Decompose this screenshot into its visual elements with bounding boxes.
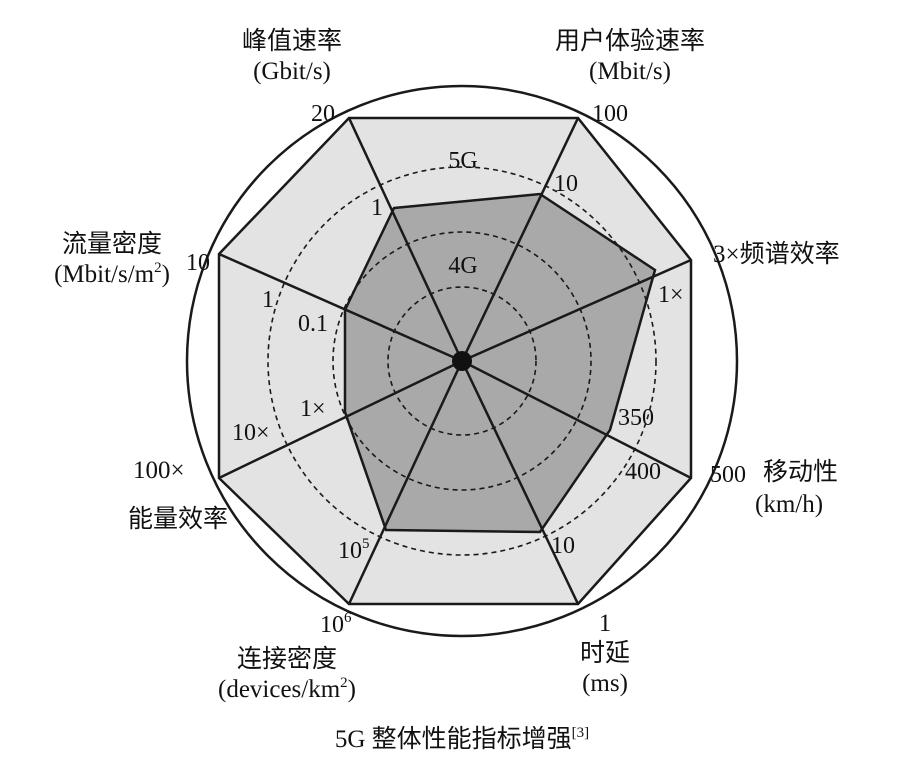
axis-latency-unit: (ms) <box>582 670 628 697</box>
figure-caption: 5G 整体性能指标增强[3] <box>335 718 589 755</box>
axis-traffic-unit: (Mbit/s/m2) <box>54 260 170 290</box>
energy-5g-value: 100× <box>133 457 185 484</box>
spoke-spectrum <box>461 258 692 363</box>
traffic-mid-value: 1 <box>262 287 274 313</box>
peak-rate-4g-value: 1 <box>371 195 383 221</box>
axis-user-rate: 用户体验速率 (Mbit/s) <box>555 27 705 87</box>
energy-4g-value: 1× <box>300 396 326 422</box>
mobility-4g-value: 350 <box>618 405 654 431</box>
axis-spectrum-title: 3×频谱效率 <box>713 241 840 268</box>
latency-4g-value: 10 <box>551 533 575 559</box>
connection-5g-exp: 6 <box>344 610 352 626</box>
connection-5g-base: 10 <box>320 612 344 638</box>
connection-4g-value: 105 <box>338 536 370 565</box>
axis-latency-title: 时延 <box>579 640 631 667</box>
axis-traffic-title: 流量密度 <box>61 231 162 258</box>
axis-mobility-unit: (km/h) <box>755 491 824 518</box>
mobility-mid-value: 400 <box>625 459 661 485</box>
axis-energy-title: 能量效率 <box>128 506 229 533</box>
spoke-mobility <box>461 359 692 480</box>
axis-connection-title: 连接密度 <box>236 646 338 673</box>
spoke-user-rate <box>460 117 580 362</box>
spokes <box>218 117 692 605</box>
connection-unit-end: ) <box>347 676 357 703</box>
spectrum-4g-value: 1× <box>658 282 684 308</box>
axis-connection: 连接密度 (devices/km2) <box>218 645 356 705</box>
ring-label-5g: 5G <box>448 148 478 174</box>
ring-4g <box>332 231 592 491</box>
traffic-unit-sup: 2 <box>154 260 162 276</box>
latency-5g-value: 1 <box>598 610 612 637</box>
caption-ref: [3] <box>571 725 590 741</box>
axis-user-rate-title: 用户体验速率 <box>554 28 706 55</box>
user-rate-5g-value: 100 <box>592 101 628 127</box>
axis-traffic: 流量密度 (Mbit/s/m2) <box>54 230 170 290</box>
traffic-4g-value: 0.1 <box>298 311 328 337</box>
axis-latency: 1 时延 (ms) <box>580 609 630 699</box>
peak-rate-5g-value: 20 <box>311 101 335 127</box>
ring-label-4g: 4G <box>448 253 478 279</box>
axis-mobility-title: 移动性 <box>763 459 839 486</box>
spoke-latency <box>460 360 580 605</box>
spoke-peak-rate <box>347 117 464 362</box>
caption-text: 5G 整体性能指标增强 <box>334 726 572 753</box>
ring-inner <box>387 286 537 436</box>
connection-4g-base: 10 <box>338 538 362 564</box>
energy-mid-value: 10× <box>232 420 270 446</box>
connection-4g-exp: 5 <box>362 536 370 552</box>
axis-user-rate-unit: (Mbit/s) <box>589 58 671 85</box>
axis-peak-rate-unit: (Gbit/s) <box>253 58 331 85</box>
connection-5g-value: 106 <box>320 610 352 639</box>
spoke-energy <box>218 359 463 480</box>
traffic-unit-end: ) <box>161 261 170 288</box>
center-dot <box>452 351 472 371</box>
connection-unit-text: (devices/km <box>217 676 341 703</box>
ring-5g <box>267 166 657 556</box>
axis-connection-unit: (devices/km2) <box>218 675 356 705</box>
connection-unit-sup: 2 <box>340 675 348 691</box>
spoke-traffic <box>218 252 463 363</box>
traffic-unit-text: (Mbit/s/m <box>54 261 155 288</box>
spoke-connection <box>347 360 464 605</box>
traffic-5g-value: 10 <box>186 250 210 276</box>
axis-peak-rate: 峰值速率 (Gbit/s) <box>242 27 342 87</box>
user-rate-4g-value: 10 <box>554 171 578 197</box>
outer-circle <box>185 84 739 638</box>
mobility-5g-value: 500 <box>710 462 746 488</box>
axis-peak-rate-title: 峰值速率 <box>241 28 343 55</box>
